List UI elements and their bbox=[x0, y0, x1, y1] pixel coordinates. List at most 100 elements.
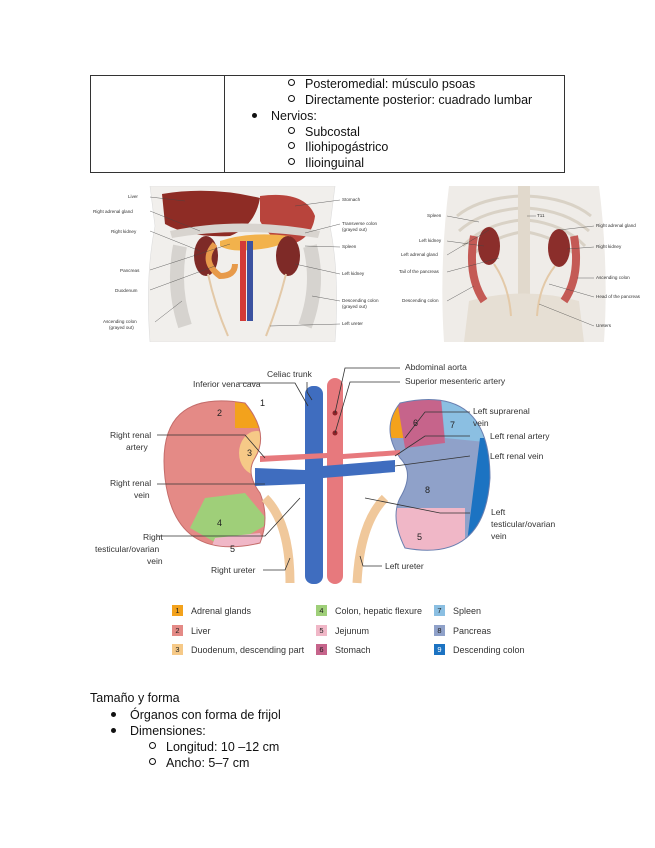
table-line-text: Posteromedial: músculo psoas bbox=[305, 77, 476, 91]
region-number: 5 bbox=[417, 532, 422, 542]
label-left-kidney: Left kidney bbox=[342, 271, 365, 276]
legend-label: Liver bbox=[191, 625, 211, 636]
anatomy-table bbox=[90, 75, 565, 173]
label-tail-pancreas: Tail of the pancreas bbox=[399, 269, 440, 274]
section-line-text: Órganos con forma de frijol bbox=[130, 708, 281, 722]
region-number: 7 bbox=[450, 420, 455, 430]
label-ascending-colon: Ascending colon bbox=[103, 319, 137, 324]
hollow-bullet-icon bbox=[288, 79, 295, 86]
section-title: Tamaño y forma bbox=[90, 691, 180, 705]
table-line-text: Nervios: bbox=[271, 109, 317, 123]
label-stomach: Stomach bbox=[342, 197, 361, 202]
label-duodenum: Duodenum bbox=[115, 288, 138, 293]
label-left-renal-vein: Left renal vein bbox=[490, 451, 544, 461]
anterior-view-figure: Liver Right adrenal gland Right kidney P… bbox=[90, 186, 393, 342]
label-sma: Superior mesenteric artery bbox=[405, 376, 506, 386]
legend-item: 8 Pancreas bbox=[434, 625, 491, 636]
label-left-testicular-vein: vein bbox=[491, 531, 507, 541]
legend-swatch: 7 bbox=[434, 605, 445, 616]
hollow-bullet-icon bbox=[149, 758, 156, 765]
label-t11: T11 bbox=[537, 213, 545, 218]
hollow-bullet-icon bbox=[288, 142, 295, 149]
legend-swatch: 4 bbox=[316, 605, 327, 616]
label-spleen: Spleen bbox=[427, 213, 442, 218]
label-left-testicular-vein: Left bbox=[491, 507, 506, 517]
label-grayed-out: (grayed out) bbox=[342, 304, 367, 309]
label-left-suprarenal-vein: vein bbox=[473, 418, 489, 428]
label-left-adrenal: Left adrenal gland bbox=[401, 252, 438, 257]
region-number: 5 bbox=[230, 544, 235, 554]
label-right-testicular-vein: testicular/ovarian bbox=[95, 544, 160, 554]
label-left-ureter: Left ureter bbox=[385, 561, 424, 571]
legend-swatch: 6 bbox=[316, 644, 327, 655]
legend-swatch: 2 bbox=[172, 625, 183, 636]
bullet-icon bbox=[111, 712, 116, 717]
section-line-text: Ancho: 5–7 cm bbox=[166, 756, 250, 770]
legend-label: Spleen bbox=[453, 605, 482, 616]
legend-item: 6 Stomach bbox=[316, 644, 371, 655]
label-right-testicular-vein: vein bbox=[147, 556, 163, 566]
table-line-text: Subcostal bbox=[305, 125, 360, 139]
label-ascending-colon: Ascending colon bbox=[596, 275, 630, 280]
section-line: Ancho: 5–7 cm bbox=[149, 756, 249, 771]
legend-label: Pancreas bbox=[453, 625, 492, 636]
region-number: 8 bbox=[425, 485, 430, 495]
label-right-adrenal: Right adrenal gland bbox=[596, 223, 636, 228]
legend-item: 7 Spleen bbox=[434, 605, 481, 616]
label-right-renal-vein: Right renal bbox=[110, 478, 151, 488]
bullet-icon bbox=[252, 113, 257, 118]
legend-label: Stomach bbox=[335, 644, 371, 655]
hollow-bullet-icon bbox=[288, 127, 295, 134]
label-left-renal-artery: Left renal artery bbox=[490, 431, 550, 441]
table-line: Iliohipogástrico bbox=[288, 140, 388, 155]
legend-label: Duodenum, descending part bbox=[191, 644, 305, 655]
legend-swatch: 9 bbox=[434, 644, 445, 655]
hollow-bullet-icon bbox=[288, 158, 295, 165]
legend-label: Colon, hepatic flexure bbox=[335, 605, 423, 616]
hollow-bullet-icon bbox=[149, 742, 156, 749]
label-transverse-colon: Transverse colon bbox=[342, 221, 378, 226]
legend-swatch: 5 bbox=[316, 625, 327, 636]
region-number: 6 bbox=[413, 418, 418, 428]
label-right-kidney: Right kidney bbox=[596, 244, 622, 249]
label-celiac-trunk: Celiac trunk bbox=[267, 369, 313, 379]
table-column-divider bbox=[224, 75, 225, 173]
legend-item: 3 Duodenum, descending part bbox=[172, 644, 304, 655]
color-legend: 1 Adrenal glands 2 Liver 3 Duodenum, descen… bbox=[172, 605, 572, 657]
label-right-testicular-vein: Right bbox=[143, 532, 163, 542]
legend-label: Jejunum bbox=[335, 625, 370, 636]
legend-item: 5 Jejunum bbox=[316, 625, 369, 636]
label-right-adrenal: Right adrenal gland bbox=[93, 209, 133, 214]
label-left-kidney: Left kidney bbox=[419, 238, 442, 243]
legend-swatch: 8 bbox=[434, 625, 445, 636]
region-number: 2 bbox=[217, 408, 222, 418]
label-right-renal-vein: vein bbox=[134, 490, 150, 500]
label-left-testicular-vein: testicular/ovarian bbox=[491, 519, 556, 529]
region-number: 3 bbox=[247, 448, 252, 458]
label-head-pancreas: Head of the pancreas bbox=[596, 294, 641, 299]
section-line-text: Dimensiones: bbox=[130, 724, 206, 738]
legend-label: Adrenal glands bbox=[191, 605, 252, 616]
table-line-text: Ilioinguinal bbox=[305, 156, 365, 170]
table-line: Directamente posterior: cuadrado lumbar bbox=[288, 93, 532, 108]
section-line: Longitud: 10 –12 cm bbox=[149, 740, 279, 755]
legend-item: 2 Liver bbox=[172, 625, 211, 636]
label-ivc: Inferior vena cava bbox=[193, 379, 261, 389]
table-line-text: Directamente posterior: cuadrado lumbar bbox=[305, 93, 533, 107]
legend-swatch: 1 bbox=[172, 605, 183, 616]
label-right-renal-artery: artery bbox=[126, 442, 148, 452]
legend-item: 9 Descending colon bbox=[434, 644, 525, 655]
legend-label: Descending colon bbox=[453, 644, 525, 655]
kidney-relations-diagram: 1 2 3 4 5 5 6 7 8 Celiac trunk Inferior … bbox=[95, 358, 565, 584]
label-left-suprarenal-vein: Left suprarenal bbox=[473, 406, 530, 416]
label-pancreas: Pancreas bbox=[120, 268, 140, 273]
table-line: Posteromedial: músculo psoas bbox=[288, 77, 475, 92]
label-grayed-out: (grayed out) bbox=[109, 325, 134, 330]
legend-swatch: 3 bbox=[172, 644, 183, 655]
label-ureters: Ureters bbox=[596, 323, 612, 328]
label-right-renal-artery: Right renal bbox=[110, 430, 151, 440]
table-line: Nervios: bbox=[252, 109, 317, 124]
bullet-icon bbox=[111, 728, 116, 733]
label-descending-colon: Descending colon bbox=[402, 298, 439, 303]
legend-item: 4 Colon, hepatic flexure bbox=[316, 605, 422, 616]
